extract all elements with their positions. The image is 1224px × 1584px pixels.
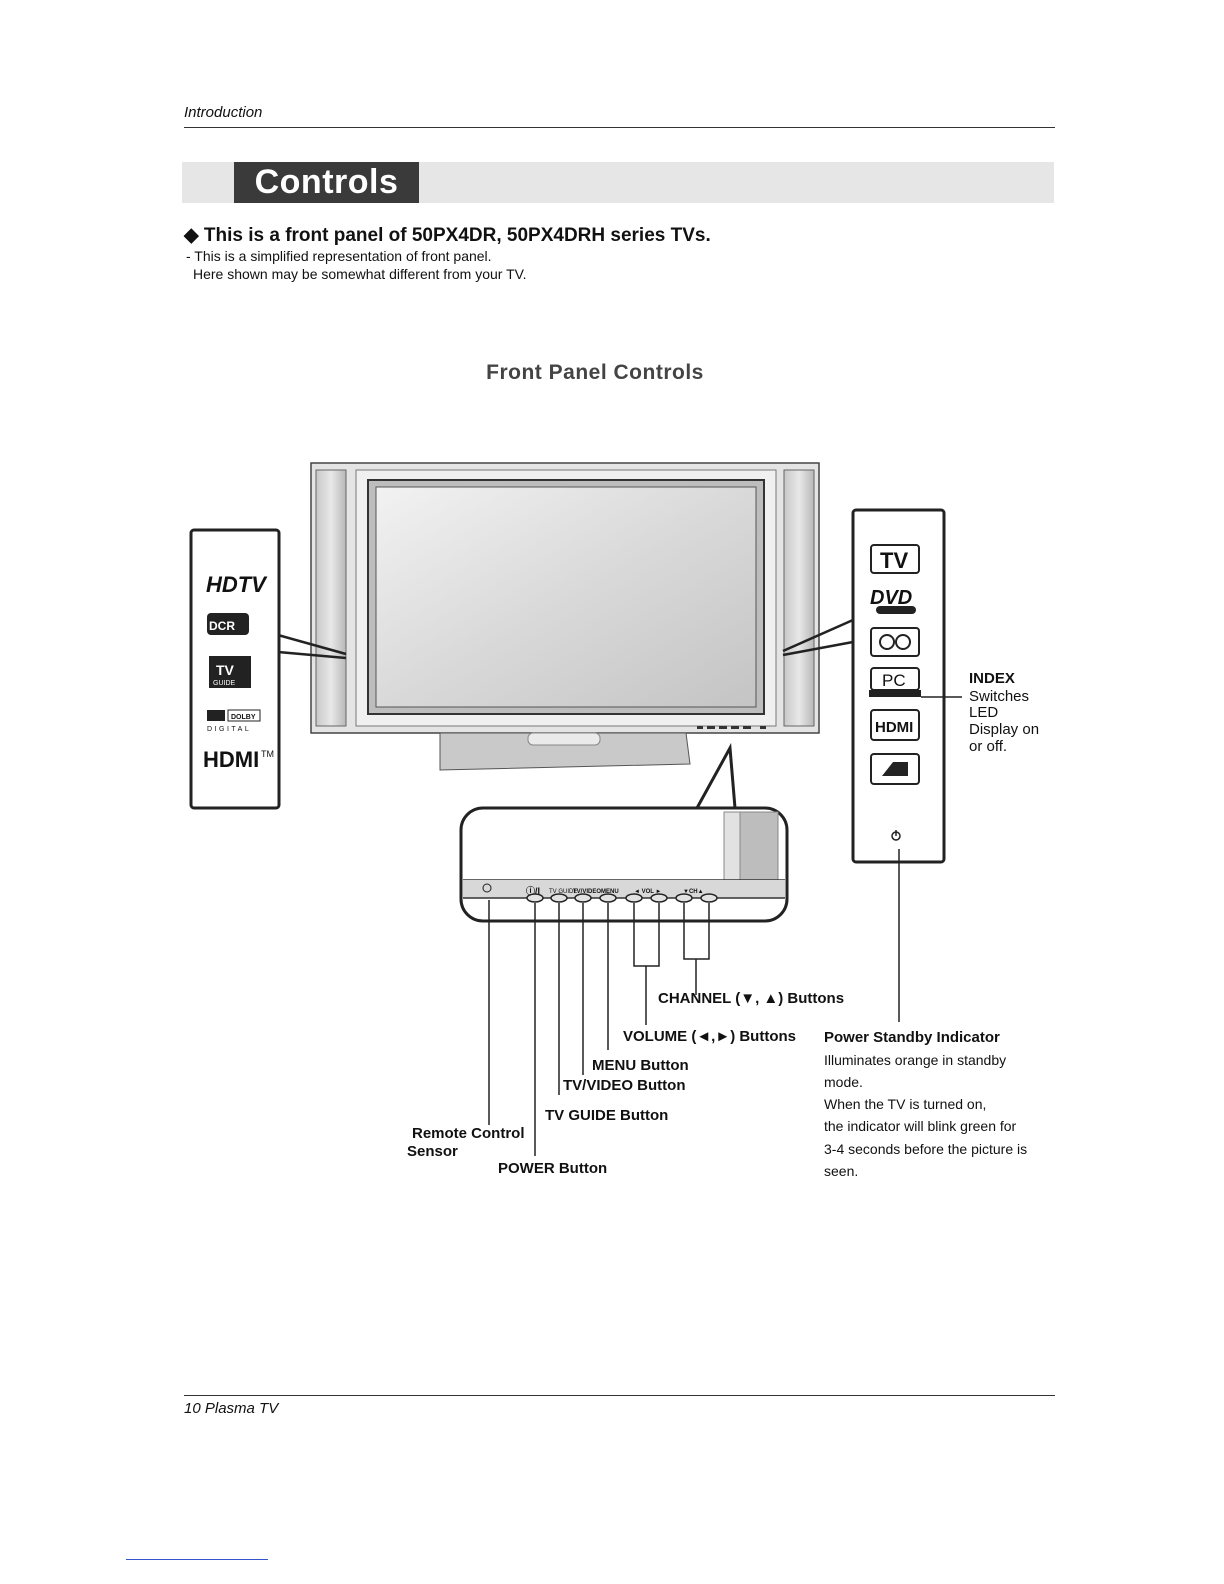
remote-sensor-label-line2: Sensor <box>407 1143 458 1160</box>
svg-text:HDMI: HDMI <box>875 719 913 736</box>
svg-text:PC: PC <box>882 671 906 690</box>
svg-text:▼CH▲: ▼CH▲ <box>683 889 704 895</box>
zoomed-panel: ⓘ/I TV GUIDE TV/VIDEO MENU ◄ VOL ► ▼CH▲ <box>459 742 789 923</box>
intro-heading: ◆ This is a front panel of 50PX4DR, 50PX… <box>184 225 711 246</box>
power-button-label: POWER Button <box>498 1160 608 1177</box>
page-footer: 10 Plasma TV <box>184 1400 279 1417</box>
svg-text:TV: TV <box>880 548 908 573</box>
index-line2: LED <box>969 704 999 721</box>
svg-text:TV GUIDE: TV GUIDE <box>549 889 577 895</box>
blue-underline <box>126 1559 268 1560</box>
standby-title: Power Standby Indicator <box>824 1029 1000 1046</box>
remote-sensor-label-line1: Remote Control <box>412 1125 525 1142</box>
figure-title: Front Panel Controls <box>486 361 704 384</box>
standby-line2: mode. <box>824 1074 863 1090</box>
standby-line3: When the TV is turned on, <box>824 1096 987 1112</box>
intro-note-line2: Here shown may be somewhat different fro… <box>193 266 527 282</box>
intro-note-line1: - This is a simplified representation of… <box>186 248 492 264</box>
svg-text:ⓘ/I: ⓘ/I <box>526 885 540 896</box>
page-title: Controls <box>234 162 419 203</box>
tvguide-button-label: TV GUIDE Button <box>545 1107 669 1124</box>
index-line4: or off. <box>969 738 1008 755</box>
footer-rule <box>184 1395 1055 1396</box>
menu-button-label: MENU Button <box>592 1057 689 1074</box>
svg-text:HDTV: HDTV <box>206 572 268 597</box>
channel-buttons-label: CHANNEL (▼, ▲) Buttons <box>658 990 845 1007</box>
svg-text:TV: TV <box>216 662 235 678</box>
standby-line4: the indicator will blink green for <box>824 1118 1017 1134</box>
section-label: Introduction <box>184 104 263 121</box>
svg-text:HDMI: HDMI <box>203 747 259 772</box>
index-line1: Switches <box>969 688 1030 705</box>
index-title: INDEX <box>969 670 1015 687</box>
standby-line1: Illuminates orange in standby <box>824 1052 1007 1068</box>
right-icon-panel: TV DVD PC HDMI <box>782 508 962 1022</box>
svg-text:DCR: DCR <box>209 619 235 633</box>
header-rule <box>184 127 1055 128</box>
standby-line6: seen. <box>824 1163 859 1179</box>
volume-buttons-label: VOLUME (◄,►) Buttons <box>623 1028 797 1045</box>
svg-text:◄ VOL ►: ◄ VOL ► <box>634 889 661 895</box>
svg-text:DVD: DVD <box>870 587 912 609</box>
left-logo-panel: HDTV DCR TV GUIDE DOLBY DIGITAL HDMI TM <box>189 528 347 810</box>
standby-line5: 3-4 seconds before the picture is <box>824 1141 1028 1157</box>
svg-text:DIGITAL: DIGITAL <box>207 726 251 733</box>
tvvideo-button-label: TV/VIDEO Button <box>563 1077 686 1094</box>
svg-text:GUIDE: GUIDE <box>213 680 236 687</box>
index-line3: Display on <box>969 721 1040 738</box>
svg-text:DOLBY: DOLBY <box>231 714 256 721</box>
svg-text:TM: TM <box>261 749 274 759</box>
svg-text:MENU: MENU <box>601 889 619 895</box>
leader-lines <box>488 900 710 1156</box>
svg-text:TV/VIDEO: TV/VIDEO <box>573 889 601 895</box>
tv-body <box>310 462 820 771</box>
